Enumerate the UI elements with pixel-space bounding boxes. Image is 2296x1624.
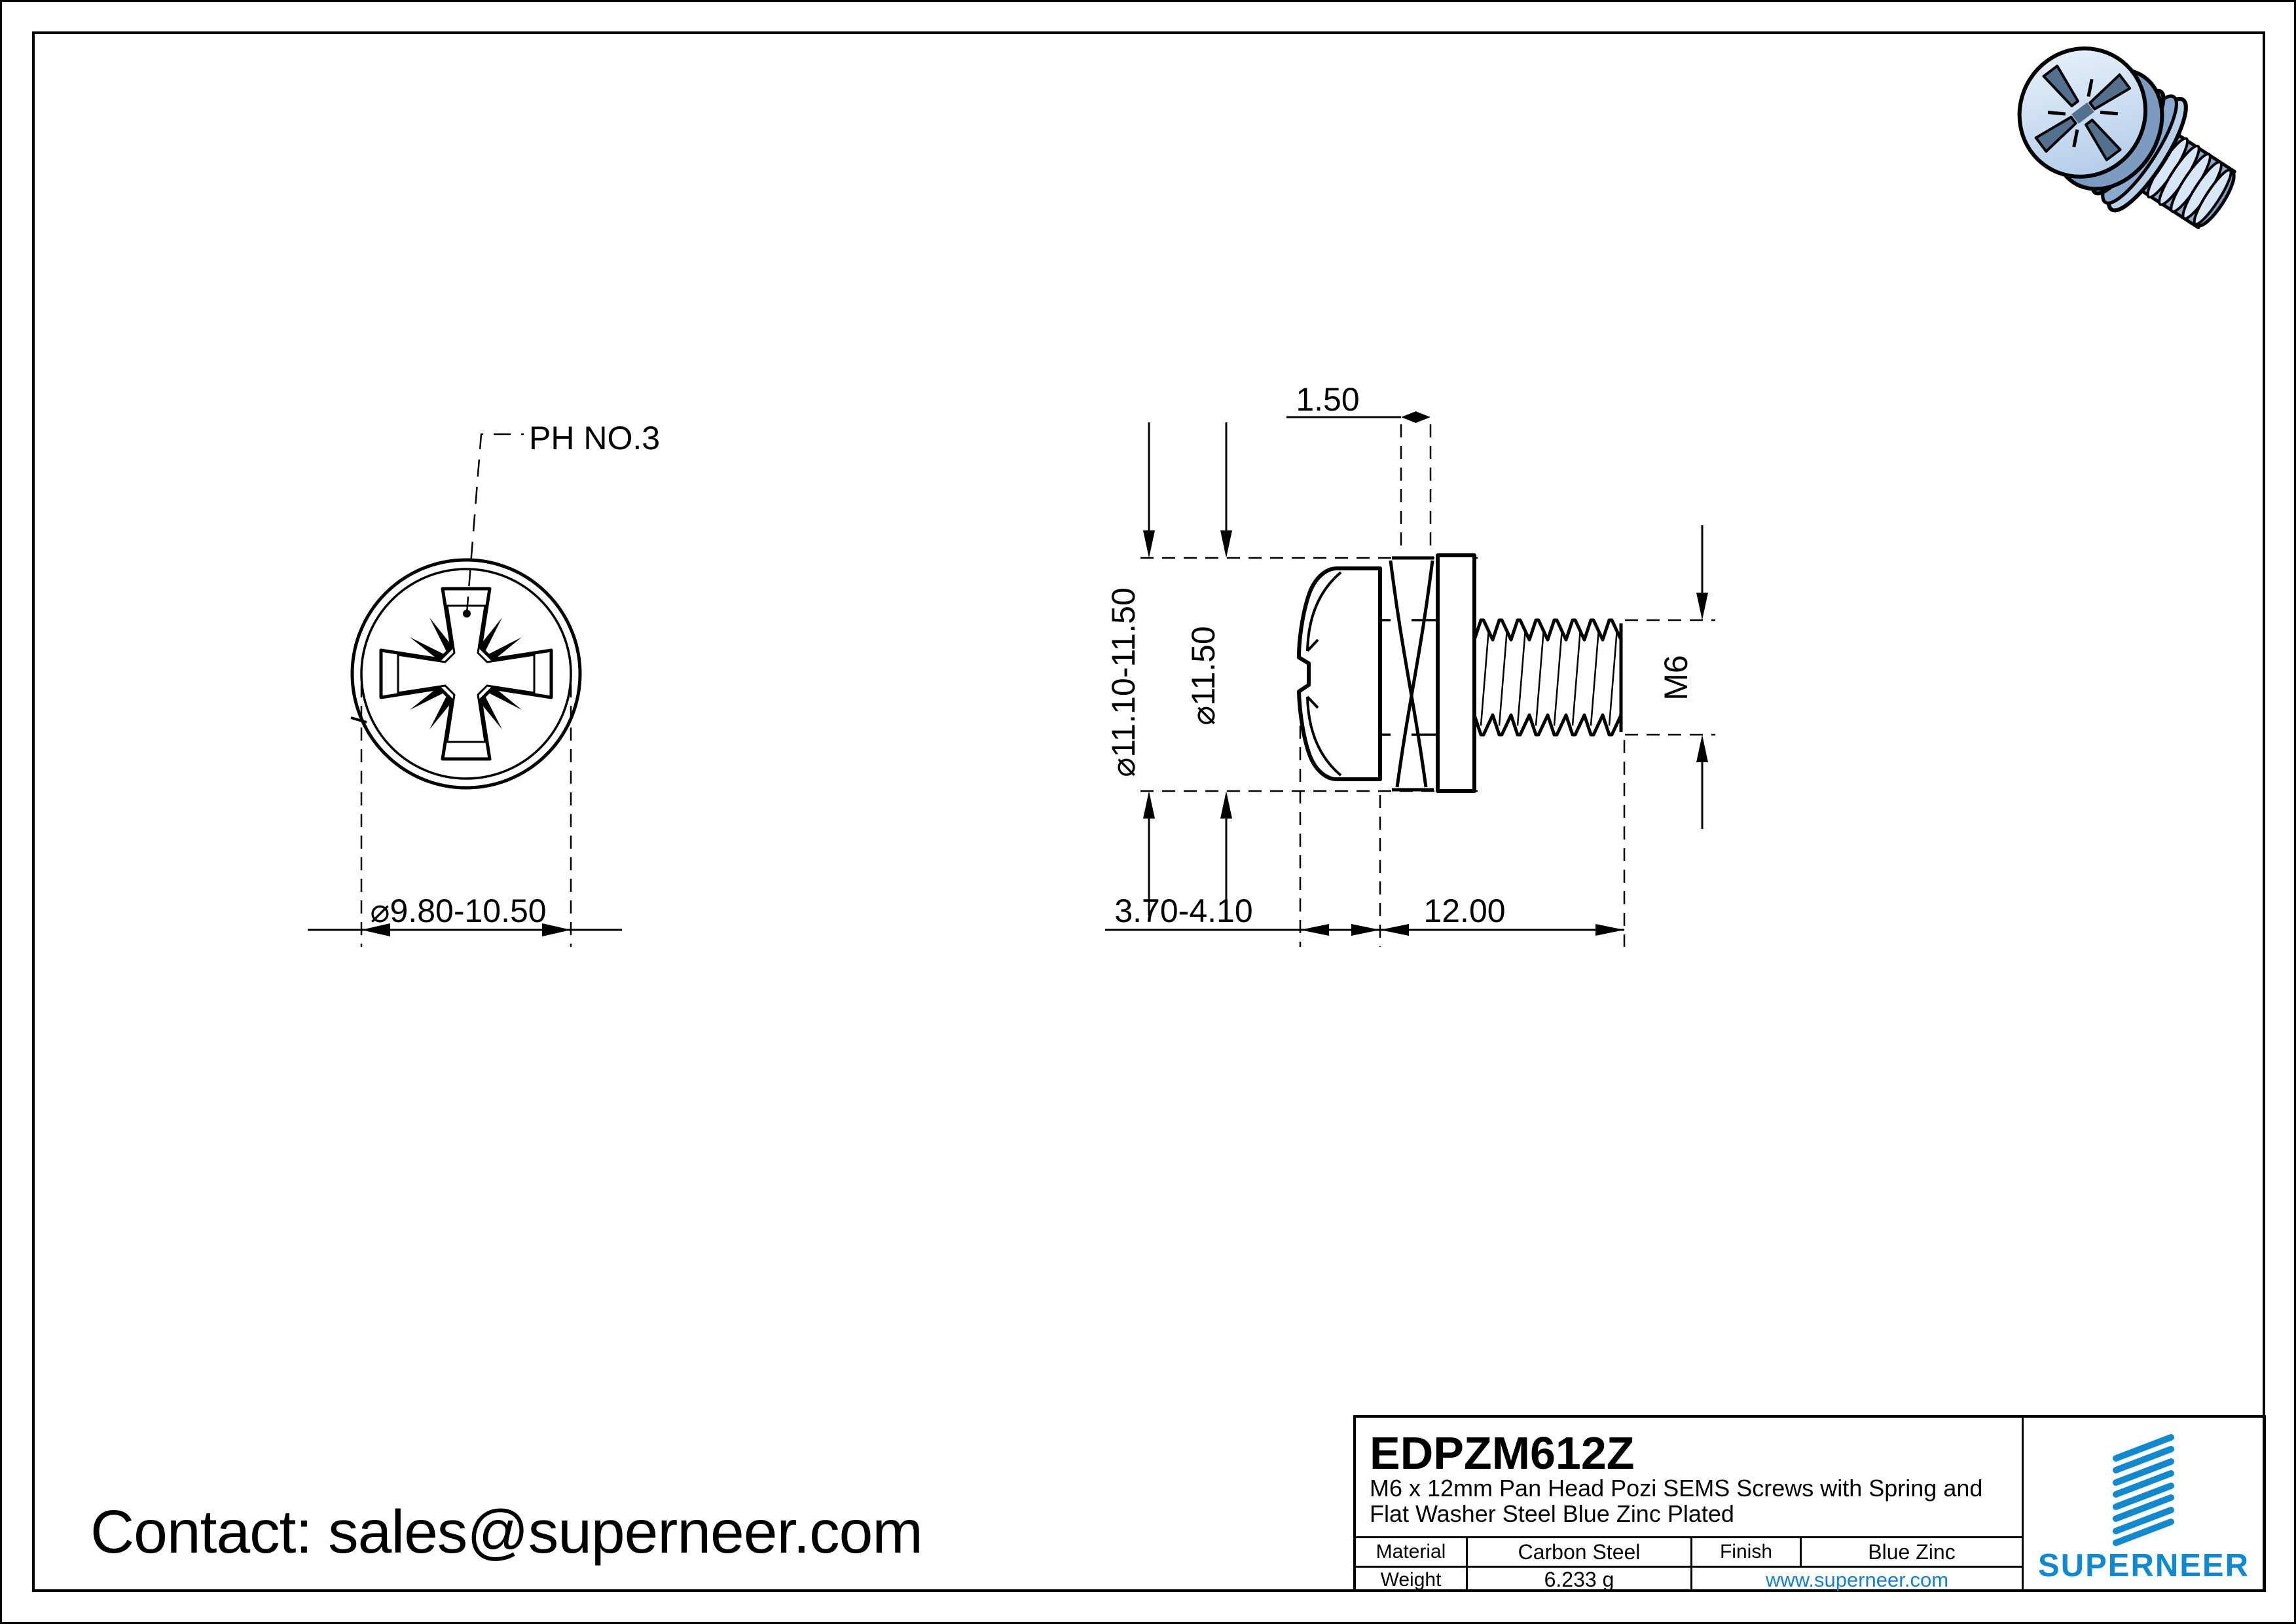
title-block: EDPZM612Z M6 x 12mm Pan Head Pozi SEMS S…	[1353, 1415, 2266, 1592]
pozi-recess-inner	[397, 604, 536, 743]
side-view-drawing	[1105, 411, 1715, 947]
part-description-line2: Flat Washer Steel Blue Zinc Plated	[1370, 1500, 1734, 1527]
titleblock-col-line-2	[1690, 1536, 1692, 1592]
pan-head-profile	[1297, 566, 1382, 781]
washer-od-label: ⌀11.50	[1185, 626, 1222, 726]
recess-arc-upper	[1306, 571, 1342, 652]
titleblock-col-line-3	[1800, 1536, 1802, 1566]
head-outline-circle	[360, 568, 572, 780]
titleblock-row-line-2	[1356, 1566, 2022, 1568]
length-dimensions	[1105, 704, 1626, 947]
part-description: M6 x 12mm Pan Head Pozi SEMS Screws with…	[1370, 1475, 1982, 1526]
washer-thickness-label: 1.50	[1296, 381, 1360, 418]
head-height-label: 3.70-4.10	[1114, 893, 1253, 929]
shank-hidden-edges	[1380, 619, 1438, 736]
thread-size-label: M6	[1658, 655, 1694, 701]
weight-label: Weight	[1380, 1568, 1442, 1591]
titleblock-row-line-1	[1356, 1536, 2022, 1538]
head-od-dimension	[1143, 422, 1155, 915]
front-view-drawing	[308, 433, 622, 947]
recess-arc-lower	[1306, 696, 1342, 777]
spring-washer-profile	[1389, 556, 1434, 792]
part-description-line1: M6 x 12mm Pan Head Pozi SEMS Screws with…	[1370, 1475, 1983, 1502]
material-value: Carbon Steel	[1518, 1540, 1641, 1564]
thread-length-label: 12.00	[1423, 893, 1506, 929]
superneer-logo-icon	[2113, 1434, 2174, 1546]
washer-od-dimension	[1220, 422, 1232, 915]
front-diameter-dimension	[308, 684, 622, 947]
drive-callout-leader	[463, 433, 524, 618]
titleblock-col-line-1	[1466, 1536, 1468, 1592]
website-link[interactable]: www.superneer.com	[1765, 1568, 1949, 1591]
thread-size-dimension	[1625, 525, 1715, 829]
front-diameter-label: ⌀9.80-10.50	[370, 893, 547, 929]
drawing-frame	[32, 31, 2265, 1592]
pozi-drive-3d	[2034, 64, 2132, 162]
material-label: Material	[1376, 1541, 1446, 1562]
titleblock-logo-divider	[2022, 1418, 2024, 1592]
weight-value: 6.233 g	[1544, 1568, 1614, 1591]
washer-outline-circle	[350, 558, 582, 790]
thread-profile	[1472, 618, 1623, 737]
finish-value: Blue Zinc	[1868, 1540, 1956, 1564]
finish-label: Finish	[1719, 1541, 1773, 1562]
washer-thickness-dimension	[1286, 411, 1432, 551]
drive-callout-label: PH NO.3	[529, 420, 661, 456]
flat-washer-profile	[1436, 553, 1476, 793]
part-number: EDPZM612Z	[1370, 1428, 1635, 1479]
screw-3d-render	[2017, 46, 2236, 230]
pozi-tick-marks	[410, 618, 522, 729]
contact-line: Contact: sales@superneer.com	[90, 1498, 923, 1566]
brand-name: SUPERNEER	[2038, 1548, 2250, 1583]
washer-split-notch	[350, 716, 367, 724]
pozi-recess-outer	[379, 587, 553, 761]
head-od-label: ⌀11.10-11.50	[1105, 587, 1142, 777]
